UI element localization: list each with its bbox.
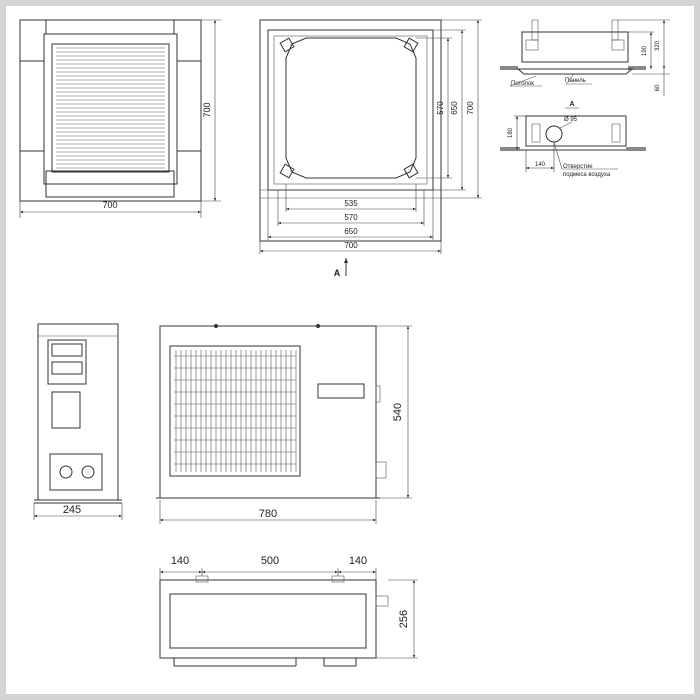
grille-frame	[51, 43, 170, 173]
ceiling-section: Потолок Панель 190 320 60	[500, 19, 670, 96]
top-middle-span: 500	[261, 555, 279, 567]
top-left-offset: 140	[171, 555, 189, 567]
top-right-offset: 140	[349, 555, 367, 567]
valve-left	[59, 465, 73, 479]
panel-frame	[267, 29, 434, 191]
drawing-sheet: 700 700 535 570 650 700	[6, 6, 694, 694]
bracket-right	[611, 39, 625, 51]
panel-width-535: 535	[344, 199, 358, 208]
view-marker-a: A	[334, 268, 341, 278]
panel-outline	[43, 33, 178, 185]
section-dim-320: 320	[655, 40, 661, 51]
top-body	[159, 579, 377, 659]
side-label-strip-2	[51, 361, 83, 375]
view-a-hatch-right	[626, 147, 646, 151]
panel-inner-frame	[273, 35, 428, 185]
panel-label: Панель	[565, 78, 586, 84]
view-a-dim-180: 180	[508, 127, 514, 138]
technical-drawing: 700 700 535 570 650 700	[19, 19, 670, 667]
valve-right	[81, 465, 95, 479]
left-louver	[19, 60, 45, 152]
ceiling-label: Потолок	[511, 81, 534, 87]
hole-diameter-label: Ø 95	[564, 117, 578, 123]
ceiling-hatch-left	[500, 66, 518, 70]
section-dim-190: 190	[642, 45, 648, 56]
indoor-panel-view: 535 570 650 700 570 650 700 A	[259, 19, 482, 278]
outdoor-front-view: 780 540	[156, 324, 412, 524]
outdoor-side-view: 245	[33, 323, 123, 520]
fan-grille	[174, 350, 297, 472]
view-a-bracket-right	[611, 123, 621, 143]
top-panel	[169, 593, 367, 649]
right-louver	[176, 60, 202, 152]
view-a-hatch-left	[500, 147, 520, 151]
section-panel	[516, 68, 634, 75]
indoor-unit-front-view: 700 700	[19, 19, 221, 218]
outdoor-depth-label: 245	[63, 504, 81, 516]
side-label-strip	[51, 343, 83, 357]
corner-bracket-tr	[403, 37, 419, 53]
view-a-bracket-left	[531, 123, 541, 143]
side-nameplate	[51, 391, 81, 429]
panel-height-570: 570	[436, 101, 445, 115]
panel-width-570: 570	[344, 213, 358, 222]
top-depth-label: 256	[398, 610, 410, 628]
outdoor-width-label: 780	[259, 508, 277, 520]
view-a-section: A Ø 95 180 140 Отверстие подмеса воздуха	[500, 101, 646, 178]
air-hole	[545, 125, 563, 143]
corner-bracket-tl	[279, 37, 295, 53]
hanger-left	[531, 19, 539, 41]
panel-width-700: 700	[344, 241, 358, 250]
view-a-dim-140: 140	[535, 162, 546, 168]
view-a-title: A	[569, 101, 574, 108]
top-louver	[45, 19, 175, 35]
mount-foot-left	[195, 575, 209, 583]
panel-width-650: 650	[344, 227, 358, 236]
indoor-width-label: 700	[102, 200, 117, 210]
front-badge	[317, 383, 365, 399]
grille-lines	[56, 47, 165, 169]
top-pipe-stub	[375, 595, 389, 607]
panel-opening	[285, 37, 417, 179]
mount-foot-right	[331, 575, 345, 583]
bracket-left	[525, 39, 539, 51]
front-body	[159, 325, 377, 499]
corner-bracket-br	[403, 163, 419, 179]
outdoor-height-label: 540	[392, 403, 404, 421]
view-a-unit-body	[525, 115, 627, 147]
corner-bracket-bl	[279, 163, 295, 179]
panel-outer	[259, 19, 442, 242]
bottom-louver	[45, 170, 175, 198]
outdoor-top-view: 140 500 140 256	[159, 555, 418, 667]
panel-height-650: 650	[450, 101, 459, 115]
hole-label-line2: подмеса воздуха	[563, 172, 611, 178]
side-handle	[375, 385, 381, 403]
service-valve-cover	[49, 453, 103, 491]
hole-label-line1: Отверстие	[563, 164, 593, 170]
section-dim-60: 60	[655, 84, 661, 91]
hanger-right	[611, 19, 619, 41]
indoor-height-label: 700	[202, 102, 212, 117]
side-label-plate	[47, 339, 87, 385]
panel-height-700: 700	[466, 101, 475, 115]
ceiling-hatch-right	[628, 66, 646, 70]
section-unit-body	[521, 31, 629, 63]
pipe-connector	[375, 461, 387, 479]
fan-guard	[169, 345, 301, 477]
